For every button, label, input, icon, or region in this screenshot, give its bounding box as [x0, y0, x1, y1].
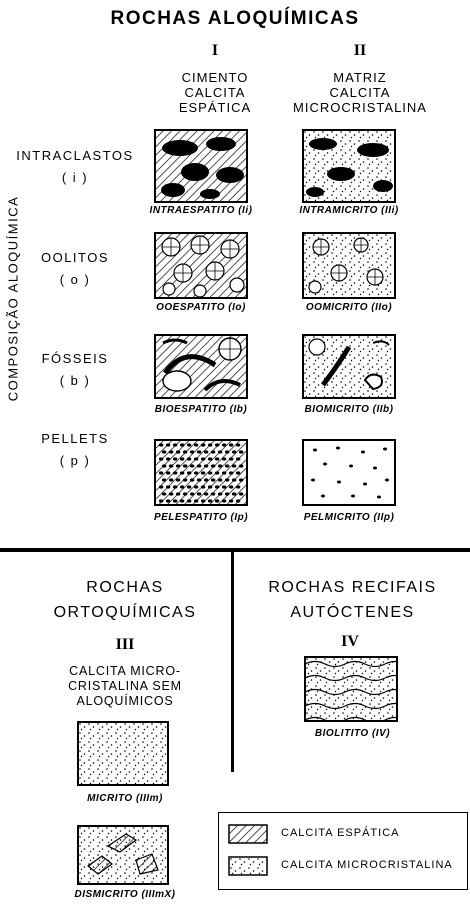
- horizontal-divider: [0, 548, 470, 552]
- intraesparite-diagram: [155, 130, 247, 202]
- legend-label-microcrystalline-calcite: CALCITA MICROCRISTALINA: [281, 859, 453, 871]
- row-label-fossils: FÓSSEIS ( b ): [10, 348, 140, 392]
- column-header-cement: CIMENTO CALCITA ESPÁTICA: [140, 70, 290, 115]
- vertical-divider: [231, 552, 234, 772]
- micrite-diagram: [78, 722, 168, 785]
- caption-biosparite: BIOESPATITO (Ib): [125, 404, 277, 415]
- caption-biomicrite: BIOMICRITO (IIb): [273, 404, 425, 415]
- row-label-pellets: PELLETS ( p ): [10, 428, 140, 472]
- pelsparite-diagram: [155, 440, 247, 505]
- legend-dots-swatch: [229, 857, 267, 875]
- oomicrite-diagram: [303, 233, 395, 298]
- caption-pelmicrite: PELMICRITO (IIp): [273, 512, 425, 523]
- caption-ooesparite: OOESPATITO (Io): [125, 302, 277, 313]
- column-numeral-2: II: [300, 42, 420, 60]
- caption-micrite: MICRITO (IIIm): [45, 793, 205, 804]
- caption-dismicrite: DISMICRITO (IIImX): [45, 889, 205, 900]
- caption-intraesparite: INTRAESPATITO (Ii): [125, 205, 277, 216]
- legend-label-sparry-calcite: CALCITA ESPÁTICA: [281, 827, 400, 839]
- ortho-numeral: III: [75, 636, 175, 654]
- ooesparite-diagram: [155, 233, 247, 298]
- reef-title: ROCHAS RECIFAIS AUTÓCTENES: [240, 575, 465, 625]
- caption-pelsparite: PELESPATITO (Ip): [125, 512, 277, 523]
- caption-biolithite: BIOLITITO (IV): [270, 728, 435, 739]
- caption-oomicrite: OOMICRITO (IIo): [273, 302, 425, 313]
- dismicrite-diagram: [78, 826, 168, 884]
- legend-hatch-swatch: [229, 825, 267, 843]
- legend: CALCITA ESPÁTICA CALCITA MICROCRISTALINA: [218, 812, 468, 890]
- column-numeral-1: I: [165, 42, 265, 60]
- page-title: ROCHAS ALOQUÍMICAS: [0, 8, 470, 30]
- row-label-oolites: OOLITOS ( o ): [10, 247, 140, 291]
- ortho-title: ROCHAS ORTOQUÍMICAS: [40, 575, 210, 625]
- biosparite-diagram: [155, 335, 247, 398]
- biolithite-diagram: [305, 657, 397, 721]
- reef-numeral: IV: [300, 633, 400, 651]
- biomicrite-diagram: [303, 335, 395, 398]
- row-label-intraclasts: INTRACLASTOS ( i ): [10, 145, 140, 189]
- intramicrite-diagram: [303, 130, 395, 202]
- ortho-description: CALCITA MICRO- CRISTALINA SEM ALOQUÍMICO…: [30, 664, 220, 709]
- column-header-matrix: MATRIZ CALCITA MICROCRISTALINA: [270, 70, 450, 115]
- pelmicrite-diagram: [303, 440, 395, 505]
- caption-intramicrite: INTRAMICRITO (IIi): [273, 205, 425, 216]
